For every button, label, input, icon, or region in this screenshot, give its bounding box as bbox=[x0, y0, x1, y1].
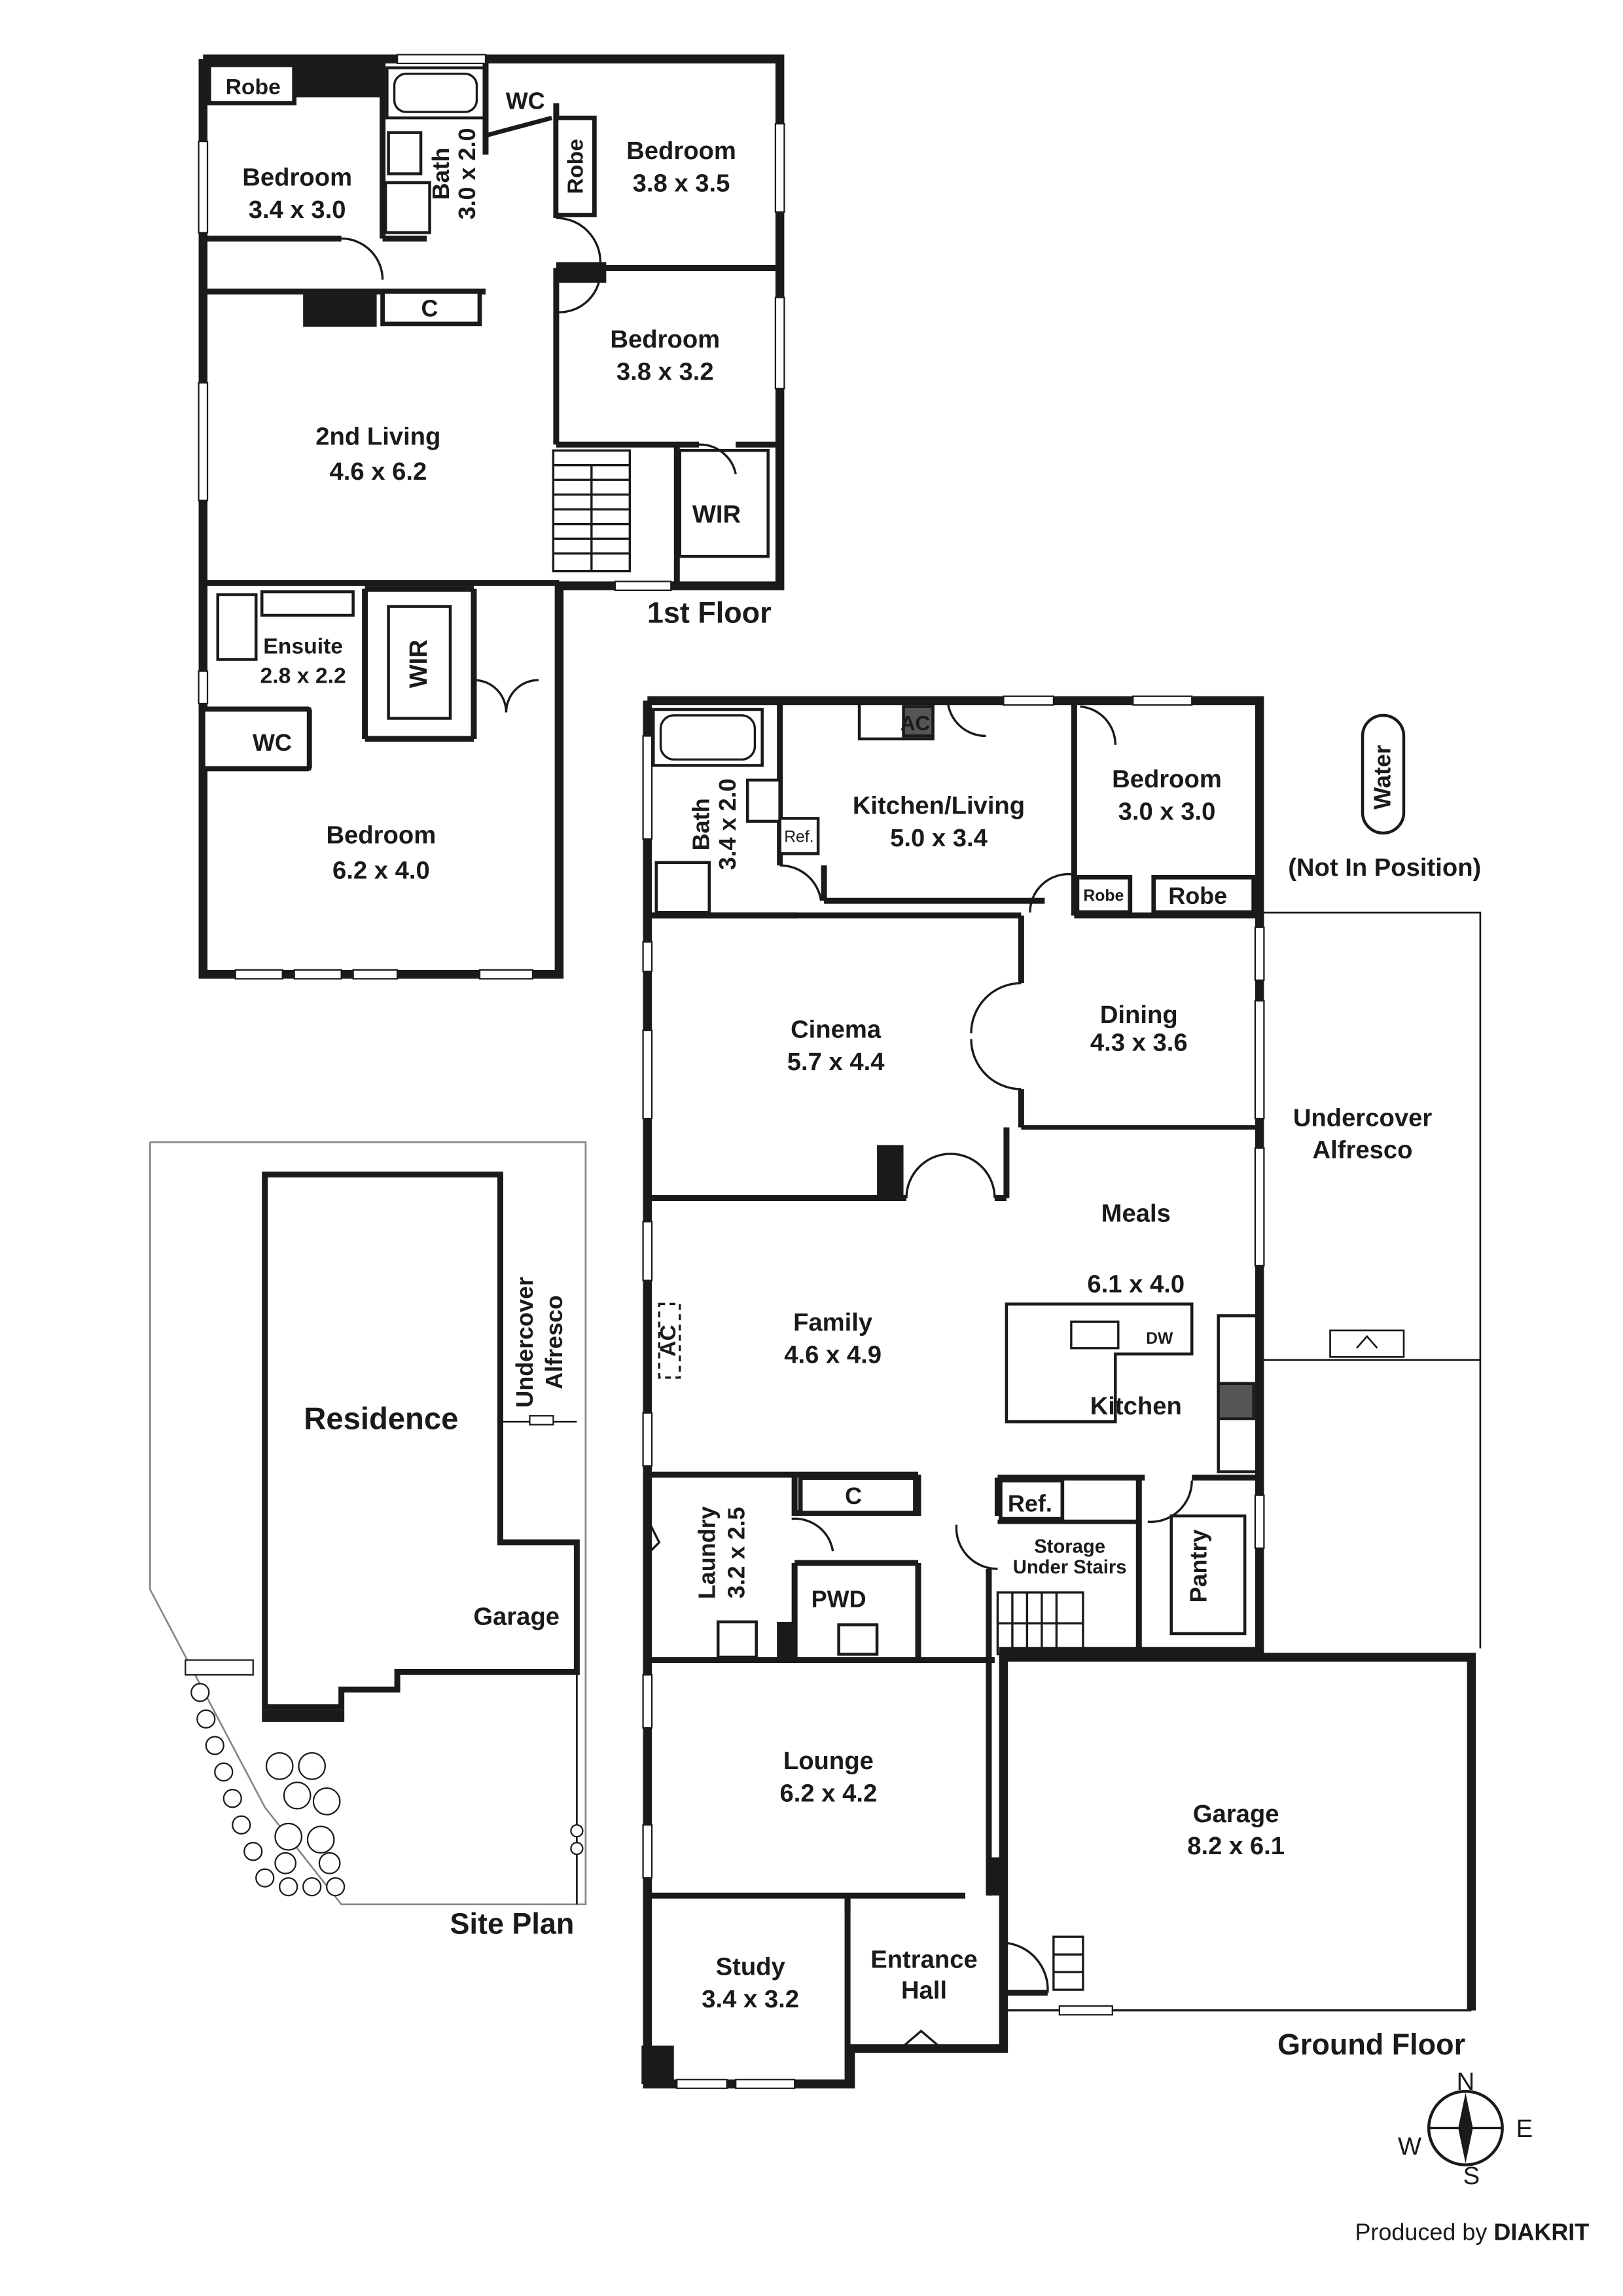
robe-ne-label: Robe bbox=[563, 139, 588, 194]
family-label: Family bbox=[793, 1308, 873, 1336]
ref-kitchen-label: Ref. bbox=[1008, 1490, 1052, 1516]
robe-nw-label: Robe bbox=[226, 75, 281, 99]
bedroom-nw-dims: 3.4 x 3.0 bbox=[249, 196, 346, 224]
alfresco-gf-sub: Alfresco bbox=[1313, 1136, 1413, 1164]
credit-text: Produced by DIAKRIT bbox=[1355, 2218, 1589, 2245]
storage-label: Storage bbox=[1034, 1536, 1105, 1557]
ac-family-label: AC bbox=[656, 1325, 681, 1357]
bedroom-e-dims: 3.8 x 3.2 bbox=[616, 357, 714, 386]
first-floor-doors bbox=[341, 217, 737, 713]
site-residence-label: Residence bbox=[304, 1401, 458, 1436]
study-label: Study bbox=[716, 1953, 786, 1981]
water-tank-label: Water bbox=[1369, 745, 1396, 810]
ground-floor-fixtures bbox=[652, 702, 1258, 1659]
entrance-hall-label: Entrance bbox=[870, 1945, 978, 1973]
wc-1f-label: WC bbox=[506, 88, 545, 115]
ground-floor-windows bbox=[642, 695, 1265, 2089]
garage-gf-dims: 8.2 x 6.1 bbox=[1187, 1832, 1285, 1860]
bedroom-e-label: Bedroom bbox=[610, 325, 720, 353]
meals-label: Meals bbox=[1101, 1199, 1171, 1227]
garage-gf-label: Garage bbox=[1193, 1800, 1279, 1828]
ground-floor-doors bbox=[646, 700, 1193, 2050]
compass-north: N bbox=[1457, 2068, 1475, 2096]
robe-gf-label: Robe bbox=[1168, 882, 1227, 909]
first-floor-windows bbox=[198, 54, 785, 980]
alfresco-outline bbox=[1259, 911, 1482, 1649]
site-alfresco-line1: Undercover bbox=[511, 1277, 538, 1408]
second-living-label: 2nd Living bbox=[315, 422, 440, 450]
storage-dims: Under Stairs bbox=[1013, 1557, 1127, 1578]
credit: Produced by DIAKRIT bbox=[1355, 2218, 1589, 2245]
wir-1f-s-label: WIR bbox=[404, 639, 433, 688]
pwd-label: PWD bbox=[812, 1586, 866, 1613]
first-floor-stairs bbox=[552, 449, 632, 573]
first-floor-labels: Robe Bedroom 3.4 x 3.0 Bath 3.0 x 2.0 WC… bbox=[226, 75, 772, 884]
entrance-hall-sub: Hall bbox=[901, 1977, 947, 2005]
bedroom-nw-label: Bedroom bbox=[242, 164, 352, 192]
bath-gf-dims: 3.4 x 2.0 bbox=[714, 778, 741, 870]
water-tank-note: (Not In Position) bbox=[1288, 853, 1481, 882]
dining-dims: 4.3 x 3.6 bbox=[1090, 1029, 1188, 1057]
compass-south: S bbox=[1463, 2162, 1480, 2190]
bedroom-ne-label: Bedroom bbox=[626, 137, 736, 165]
site-alfresco-line2: Alfresco bbox=[541, 1295, 567, 1390]
robe-gf-small-label: Robe bbox=[1083, 887, 1124, 905]
ground-floor-solid-walls bbox=[641, 1145, 1004, 2084]
ground-floor-stairs bbox=[996, 1591, 1084, 1991]
meals-dims: 6.1 x 4.0 bbox=[1087, 1270, 1185, 1298]
dining-label: Dining bbox=[1100, 1001, 1178, 1029]
wc-ensuite-label: WC bbox=[253, 729, 292, 756]
dw-label: DW bbox=[1146, 1330, 1173, 1348]
lounge-dims: 6.2 x 4.2 bbox=[779, 1779, 877, 1807]
laundry-label: Laundry bbox=[694, 1506, 721, 1599]
compass-east: E bbox=[1516, 2115, 1533, 2143]
site-plan-hedge bbox=[262, 1710, 345, 1722]
site-plan-title: Site Plan bbox=[450, 1907, 575, 1941]
bath-1f-dims: 3.0 x 2.0 bbox=[454, 128, 480, 220]
cinema-dims: 5.7 x 4.4 bbox=[787, 1048, 885, 1076]
bedroom-master-dims: 6.2 x 4.0 bbox=[332, 857, 430, 885]
site-garage-label: Garage bbox=[473, 1602, 560, 1630]
compass-icon: N E S W bbox=[1398, 2068, 1533, 2190]
ensuite-dims: 2.8 x 2.2 bbox=[260, 664, 346, 689]
ground-floor-labels: Bath 3.4 x 2.0 Kitchen/Living 5.0 x 3.4 … bbox=[656, 711, 1465, 2061]
alfresco-gf-label: Undercover bbox=[1293, 1103, 1433, 1132]
first-floor-solid-walls bbox=[294, 59, 607, 327]
ac-top-label: AC bbox=[901, 711, 930, 734]
pantry-label: Pantry bbox=[1185, 1530, 1212, 1603]
wir-1f-e-label: WIR bbox=[692, 500, 741, 528]
second-living-dims: 4.6 x 6.2 bbox=[329, 457, 427, 486]
lounge-label: Lounge bbox=[783, 1747, 874, 1775]
family-dims: 4.6 x 4.9 bbox=[784, 1340, 882, 1369]
bath-gf-label: Bath bbox=[688, 798, 715, 850]
first-floor-fixtures bbox=[200, 62, 770, 771]
ground-floor-title: Ground Floor bbox=[1277, 2028, 1465, 2061]
ref-top-label: Ref. bbox=[784, 828, 813, 846]
compass-west: W bbox=[1398, 2132, 1421, 2161]
cinema-label: Cinema bbox=[791, 1015, 882, 1043]
closet-1f-label: C bbox=[421, 295, 438, 322]
site-plan: Residence Garage Undercover Alfresco Sit… bbox=[149, 1141, 587, 1941]
credit-brand: DIAKRIT bbox=[1493, 2218, 1589, 2245]
study-dims: 3.4 x 3.2 bbox=[702, 1985, 799, 2013]
bedroom-ne-dims: 3.8 x 3.5 bbox=[633, 170, 730, 198]
closet-gf-label: C bbox=[845, 1482, 862, 1509]
laundry-dims: 3.2 x 2.5 bbox=[723, 1507, 750, 1598]
water-tank: Water (Not In Position) bbox=[1288, 713, 1481, 882]
bedroom-master-label: Bedroom bbox=[326, 821, 436, 850]
ensuite-label: Ensuite bbox=[263, 634, 343, 659]
kitchen-living-dims: 5.0 x 3.4 bbox=[890, 824, 988, 852]
site-plan-garden bbox=[190, 1683, 584, 1897]
first-floor-title: 1st Floor bbox=[647, 596, 772, 629]
bath-1f-label: Bath bbox=[427, 148, 454, 200]
bedroom-gf-label: Bedroom bbox=[1112, 765, 1222, 793]
bedroom-gf-dims: 3.0 x 3.0 bbox=[1118, 798, 1216, 826]
kitchen-label: Kitchen bbox=[1090, 1392, 1182, 1420]
kitchen-living-label: Kitchen/Living bbox=[853, 792, 1025, 820]
